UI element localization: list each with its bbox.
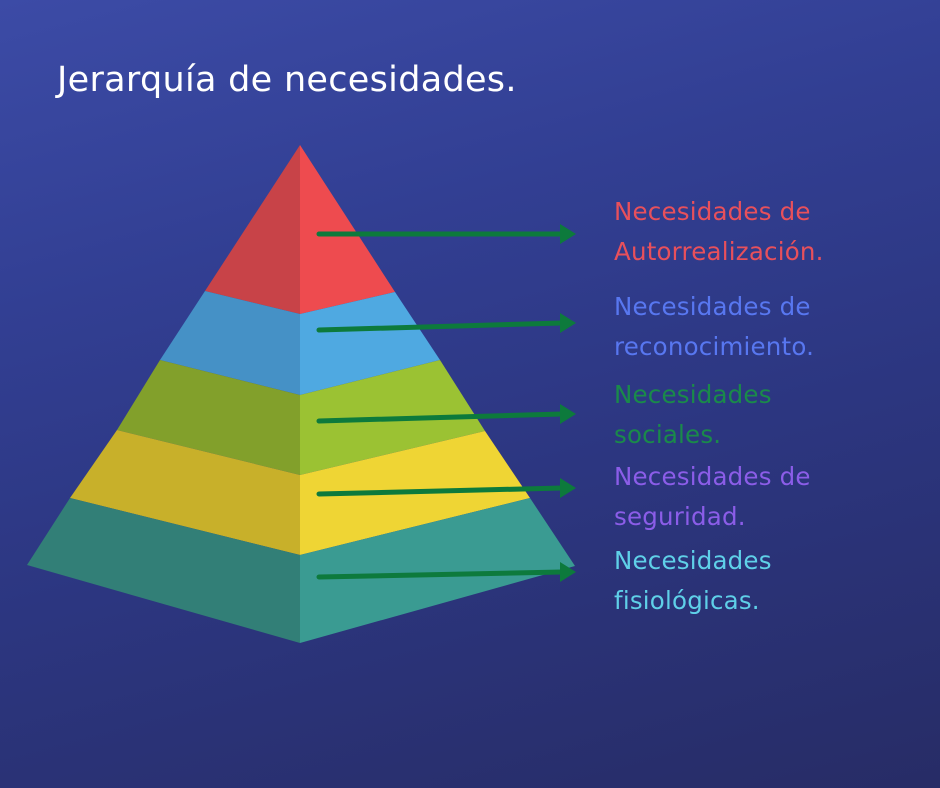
- label-line-1: Necesidades: [614, 380, 772, 409]
- face-left: [205, 145, 300, 314]
- label-line-2: seguridad.: [614, 502, 746, 531]
- label-reconocimiento: Necesidades de reconocimiento.: [614, 287, 814, 367]
- label-fisiologicas: Necesidades fisiológicas.: [614, 541, 772, 621]
- label-seguridad: Necesidades de seguridad.: [614, 457, 811, 537]
- arrow-icon: [316, 478, 576, 498]
- label-line-2: Autorrealización.: [614, 237, 824, 266]
- label-autorrealizacion: Necesidades de Autorrealización.: [614, 192, 824, 272]
- arrow-icon: [316, 562, 576, 582]
- label-line-1: Necesidades de: [614, 292, 811, 321]
- label-line-2: fisiológicas.: [614, 586, 760, 615]
- label-line-2: sociales.: [614, 420, 722, 449]
- pyramid-level-autorrealizacion: [205, 145, 395, 314]
- face-right: [300, 145, 395, 314]
- arrow-icon: [316, 313, 576, 333]
- label-line-1: Necesidades de: [614, 462, 811, 491]
- pyramid-level-fisiologicas: [27, 498, 575, 643]
- label-line-1: Necesidades: [614, 546, 772, 575]
- arrow-icon: [316, 404, 576, 424]
- label-line-2: reconocimiento.: [614, 332, 815, 361]
- label-sociales: Necesidades sociales.: [614, 375, 772, 455]
- arrow-icon: [316, 224, 576, 244]
- diagram-title: Jerarquía de necesidades.: [57, 60, 517, 100]
- pyramid-level-reconocimiento: [160, 291, 440, 395]
- label-line-1: Necesidades de: [614, 197, 811, 226]
